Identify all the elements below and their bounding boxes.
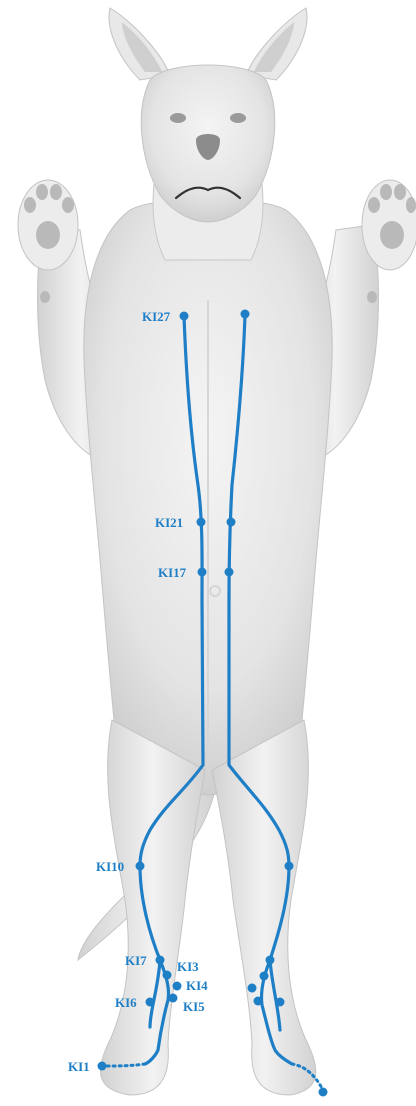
label-ki5: KI5 bbox=[183, 999, 205, 1014]
point-ki7-right[interactable] bbox=[266, 956, 275, 965]
point-ki27-left[interactable] bbox=[180, 312, 189, 321]
point-ki4-right[interactable] bbox=[248, 984, 257, 993]
point-ki1-right[interactable] bbox=[319, 1088, 328, 1097]
label-ki10: KI10 bbox=[96, 859, 124, 874]
left-eye bbox=[170, 113, 186, 123]
point-ki27-right[interactable] bbox=[241, 310, 250, 319]
point-ki10-right[interactable] bbox=[285, 862, 294, 871]
label-ki7: KI7 bbox=[125, 953, 147, 968]
label-ki21: KI21 bbox=[155, 515, 183, 530]
point-ki21-left[interactable] bbox=[197, 518, 206, 527]
label-ki17: KI17 bbox=[158, 565, 187, 580]
point-ki3-right[interactable] bbox=[260, 972, 269, 981]
label-ki4: KI4 bbox=[186, 978, 208, 993]
right-eye bbox=[230, 113, 246, 123]
point-ki7-left[interactable] bbox=[156, 956, 165, 965]
point-ki6-left[interactable] bbox=[146, 998, 155, 1007]
dog-illustration bbox=[18, 8, 416, 1095]
label-ki6: KI6 bbox=[115, 995, 137, 1010]
right-leg bbox=[212, 720, 316, 1095]
label-ki3: KI3 bbox=[177, 959, 199, 974]
point-ki5-right[interactable] bbox=[254, 997, 263, 1006]
point-ki17-left[interactable] bbox=[198, 568, 207, 577]
point-ki6-right[interactable] bbox=[276, 998, 285, 1007]
label-ki1: KI1 bbox=[68, 1059, 90, 1074]
point-ki17-right[interactable] bbox=[225, 568, 234, 577]
label-ki27: KI27 bbox=[142, 309, 171, 324]
point-ki10-left[interactable] bbox=[136, 862, 145, 871]
point-ki5-left[interactable] bbox=[169, 994, 178, 1003]
point-ki4-left[interactable] bbox=[173, 982, 182, 991]
point-ki1-left[interactable] bbox=[98, 1062, 107, 1071]
point-ki21-right[interactable] bbox=[227, 518, 236, 527]
point-ki3-left[interactable] bbox=[163, 971, 172, 980]
